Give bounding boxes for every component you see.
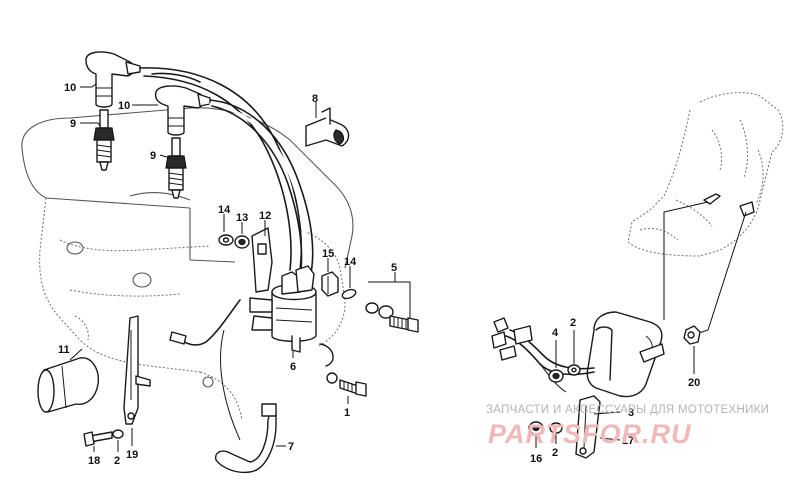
wire-clamp-bracket <box>305 107 350 147</box>
callout-2-left: 2 <box>114 455 120 467</box>
callout-4: 4 <box>552 327 559 339</box>
callout-3: 3 <box>628 407 634 419</box>
regulator-unit <box>586 311 665 398</box>
spark-plug-front <box>93 109 115 171</box>
callout-19: 19 <box>126 449 138 461</box>
mount-bolt <box>326 372 367 397</box>
callout-13: 13 <box>236 212 248 224</box>
regulator-nut <box>683 325 701 345</box>
callout-10-front: 10 <box>64 82 76 94</box>
callout-1: 1 <box>344 407 350 419</box>
coil-nut-and-washer <box>321 271 357 300</box>
callout-16: 16 <box>530 453 542 465</box>
frame-outline <box>627 92 784 337</box>
callout-20: 20 <box>688 377 700 389</box>
callout-14-left: 14 <box>218 204 231 216</box>
watermark: ЗАПЧАСТИ И АКСЕССУАРЫ ДЛЯ МОТОТЕХНИКИ PA… <box>486 404 769 449</box>
callout-10-rear: 10 <box>118 100 130 112</box>
spark-plug-cap-rear <box>154 85 211 136</box>
callout-17: 17 <box>622 435 634 447</box>
callout-18: 18 <box>88 455 100 467</box>
callout-8: 8 <box>312 93 318 105</box>
watermark-brand: PARTSFOR.RU <box>488 419 692 449</box>
callout-6: 6 <box>290 361 296 373</box>
condenser-bracket <box>83 315 151 447</box>
condenser <box>37 357 99 413</box>
callout-11: 11 <box>58 344 70 356</box>
callout-15: 15 <box>322 248 334 260</box>
callout-2-lower: 2 <box>552 447 558 459</box>
regulator-washers <box>548 364 581 383</box>
leader-lines <box>69 83 695 452</box>
rubber-strap <box>215 329 277 474</box>
coil-bolt-set <box>365 281 419 333</box>
callout-5: 5 <box>391 262 397 274</box>
ignition-coil <box>169 265 334 367</box>
callout-9-front: 9 <box>70 118 76 130</box>
callout-2-upper: 2 <box>570 317 576 329</box>
coil-mount-hardware <box>218 227 273 293</box>
callout-12: 12 <box>259 210 271 222</box>
callout-14-right: 14 <box>344 256 357 268</box>
watermark-tagline: ЗАПЧАСТИ И АКСЕССУАРЫ ДЛЯ МОТОТЕХНИКИ <box>486 404 769 416</box>
spark-plug-rear <box>165 137 187 199</box>
high-tension-leads <box>139 67 314 280</box>
regulator-bracket <box>528 395 621 459</box>
callout-9-rear: 9 <box>150 150 156 162</box>
regulator-wiring <box>491 317 595 393</box>
callout-labels: 10 9 10 9 8 14 13 12 15 14 5 11 6 1 7 18… <box>58 82 700 467</box>
spark-plug-cap-front <box>85 51 141 108</box>
callout-7: 7 <box>288 441 294 453</box>
